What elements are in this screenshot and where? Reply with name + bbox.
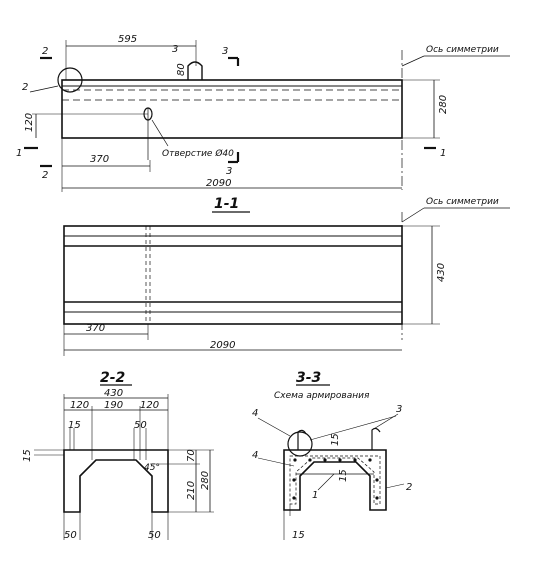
section-2-2-outline (63, 449, 169, 513)
dim-80: 80 (176, 63, 187, 76)
dim-2090: 2090 (206, 178, 231, 189)
position-1: 1 (312, 490, 318, 501)
position-4-top: 4 (252, 408, 258, 419)
section-2-2: 2-2 430 120 190 120 15 50 15 70 210 280 … (22, 370, 214, 541)
lifting-loop (187, 61, 203, 80)
plan-outline (63, 225, 403, 325)
rebar-dot-10 (375, 496, 379, 500)
beam-elevation-outline (61, 79, 403, 139)
dim-50-bottom-left: 50 (64, 530, 77, 541)
rebar-dot-9 (375, 478, 379, 482)
dim-120-left: 120 (70, 400, 89, 411)
detail-leader (29, 85, 59, 93)
rebar-dot-7 (292, 478, 296, 482)
rebar-dot-6 (368, 458, 372, 462)
detail-callout: 2 (22, 82, 28, 93)
hole-leader (151, 119, 169, 147)
lifting-loop-left (297, 429, 307, 450)
cut-1-right-label: 1 (440, 148, 446, 159)
axis-symmetry-label-plan: Ось симметрии (426, 197, 499, 207)
cut-3-label-b: 3 (222, 46, 228, 57)
leader-pos-2 (385, 483, 405, 489)
dim-595: 595 (118, 34, 137, 45)
cut-1-left-label: 1 (16, 148, 22, 159)
dim-50-top: 50 (134, 420, 147, 431)
dim-15-b: 15 (338, 469, 349, 482)
dim-15-bottom: 15 (292, 530, 305, 541)
axis-symmetry-label: Ось симметрии (426, 45, 499, 55)
position-2: 2 (406, 482, 412, 493)
detail-circle-3-3 (287, 431, 313, 457)
position-4-left: 4 (252, 450, 258, 461)
rebar-dot-4 (338, 458, 342, 462)
elevation-view: 595 370 2090 280 120 80 2 Ось симметрии … (16, 34, 510, 192)
leader-pos-4-top (257, 417, 291, 437)
section-3-3: 3-3 Схема армирования 4 3 4 1 2 15 15 15 (252, 370, 412, 541)
dim-430-22: 430 (104, 388, 123, 399)
dim-280-22: 280 (200, 471, 211, 490)
dim-2090-plan: 2090 (210, 340, 235, 351)
leader-pos-3b (371, 413, 399, 431)
chamfer-angle: 45° (144, 463, 160, 473)
dim-370-plan: 370 (86, 323, 105, 334)
section-title-3-3: 3-3 (296, 370, 321, 386)
dim-280: 280 (438, 95, 449, 114)
leader-pos-4-left (257, 457, 295, 467)
section-3-3-subtitle: Схема армирования (274, 391, 370, 401)
axis-leader-plan (401, 207, 425, 223)
cut-3-label-a: 3 (172, 44, 178, 55)
lifting-loop-right (371, 427, 381, 450)
dim-120: 120 (24, 113, 35, 132)
dim-190: 190 (104, 400, 123, 411)
cut-2-bottom-label: 2 (42, 170, 48, 181)
dim-430: 430 (436, 263, 447, 282)
hole-label: Отверстие Ø40 (162, 148, 234, 159)
dim-15-side: 15 (22, 449, 33, 462)
rebar-dot-8 (292, 496, 296, 500)
detail-circle (57, 67, 83, 93)
plan-1-1: 1-1 Ось симметрии 370 2090 430 (63, 196, 510, 356)
dim-70: 70 (186, 449, 197, 462)
dim-370: 370 (90, 154, 109, 165)
rebar-cage (289, 455, 381, 505)
dim-50-bottom-right: 50 (148, 530, 161, 541)
rebar-dot-1 (293, 458, 297, 462)
rebar-dot-5 (353, 458, 357, 462)
leader-pos-3 (309, 415, 397, 441)
dim-15-a: 15 (330, 433, 341, 446)
cut-3-bottom-label: 3 (226, 166, 232, 177)
rebar-dot-3 (323, 458, 327, 462)
position-3: 3 (396, 404, 402, 415)
dim-120-right: 120 (140, 400, 159, 411)
leader-pos-1 (317, 473, 335, 491)
axis-leader (401, 55, 425, 67)
cut-2-top-label: 2 (42, 46, 48, 57)
section-title-1-1: 1-1 (214, 196, 239, 212)
rebar-dot-2 (308, 458, 312, 462)
dim-210: 210 (186, 481, 197, 500)
section-3-3-outline (283, 449, 387, 511)
dim-15-top: 15 (68, 420, 81, 431)
section-title-2-2: 2-2 (100, 370, 125, 386)
